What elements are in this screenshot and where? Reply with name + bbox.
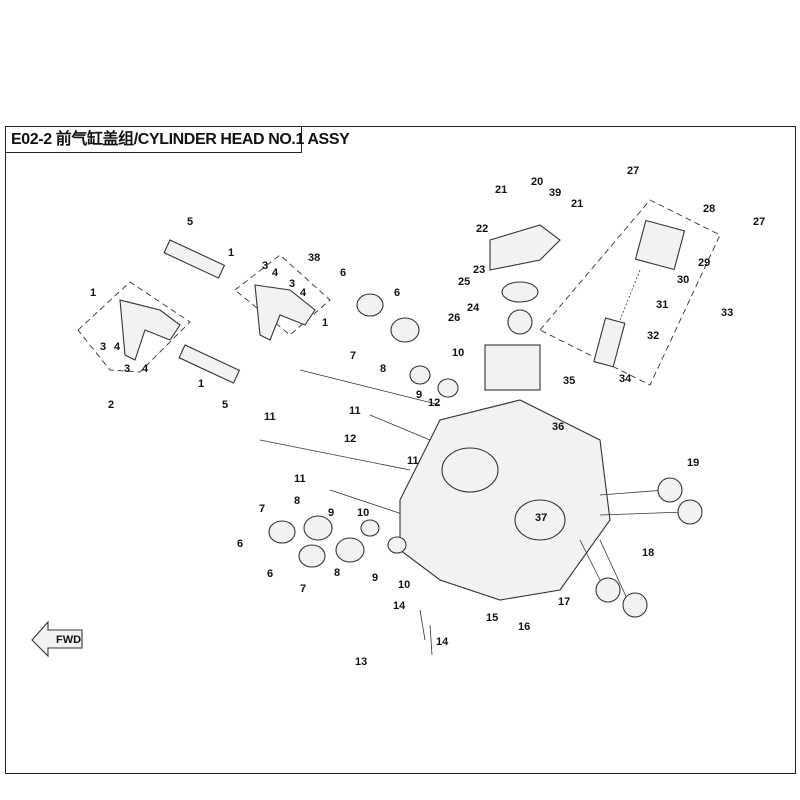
callout-11: 11 (349, 405, 361, 417)
callout-5: 5 (187, 216, 193, 228)
callout-28: 28 (703, 203, 715, 215)
callout-12: 12 (428, 397, 440, 409)
callout-3: 3 (289, 278, 295, 290)
callout-26: 26 (448, 312, 460, 324)
callout-17: 17 (558, 596, 570, 608)
callout-3: 3 (124, 363, 130, 375)
parts-drawing: FWD (31, 199, 721, 658)
callout-25: 25 (458, 276, 470, 288)
diagram-title: E02-2 前气缸盖组/CYLINDER HEAD NO.1 ASSY (5, 126, 350, 153)
callout-21: 21 (571, 198, 583, 210)
callout-20: 20 (531, 176, 543, 188)
callout-13: 13 (355, 656, 367, 668)
rocker-arm (254, 284, 316, 341)
fwd-arrow: FWD (31, 620, 83, 658)
callout-6: 6 (267, 568, 273, 580)
callout-12: 12 (344, 433, 356, 445)
diagram-frame (5, 126, 796, 774)
callout-19: 19 (687, 457, 699, 469)
rocker-arm (119, 299, 181, 361)
tensioner-spring (619, 269, 641, 321)
callout-23: 23 (473, 264, 485, 276)
callout-10: 10 (357, 507, 369, 519)
callout-22: 22 (476, 223, 488, 235)
callout-7: 7 (300, 583, 306, 595)
callout-1: 1 (322, 317, 328, 329)
callout-39: 39 (549, 187, 561, 199)
callout-9: 9 (328, 507, 334, 519)
callout-27: 27 (753, 216, 765, 228)
callout-36: 36 (552, 421, 564, 433)
callout-10: 10 (452, 347, 464, 359)
callout-7: 7 (350, 350, 356, 362)
callout-21: 21 (495, 184, 507, 196)
callout-8: 8 (380, 363, 386, 375)
callout-24: 24 (467, 302, 480, 314)
callout-30: 30 (677, 274, 689, 286)
callout-37: 37 (535, 512, 547, 524)
callout-9: 9 (372, 572, 378, 584)
callout-29: 29 (698, 257, 710, 269)
callout-6: 6 (340, 267, 346, 279)
callout-4: 4 (272, 267, 279, 279)
callout-16: 16 (518, 621, 530, 633)
callout-31: 31 (656, 299, 668, 311)
callout-4: 4 (300, 287, 307, 299)
head-bolt (369, 414, 431, 441)
callout-6: 6 (237, 538, 243, 550)
callout-8: 8 (334, 567, 340, 579)
head-bolt (259, 439, 411, 471)
callout-8: 8 (294, 495, 300, 507)
valves (579, 477, 703, 618)
callout-7: 7 (259, 503, 265, 515)
callout-6: 6 (394, 287, 400, 299)
thermostat-housing (484, 344, 541, 391)
callout-38: 38 (308, 252, 320, 264)
callout-4: 4 (114, 341, 121, 353)
head-bolt (299, 369, 441, 406)
callout-14: 14 (393, 600, 406, 612)
thermostat (507, 309, 533, 335)
water-outlet-cover (489, 224, 561, 271)
rocker-arm-group-outline (77, 281, 191, 373)
callout-3: 3 (262, 260, 268, 272)
tensioner-plunger (593, 317, 626, 368)
callout-11: 11 (294, 473, 306, 485)
combustion-chamber (514, 499, 566, 541)
tensioner-group-outline (539, 199, 721, 386)
callout-14: 14 (436, 636, 449, 648)
fwd-label: FWD (56, 634, 81, 646)
stud (419, 609, 426, 641)
callout-9: 9 (416, 389, 422, 401)
rocker-shaft (163, 239, 226, 279)
callout-4: 4 (142, 363, 149, 375)
callout-35: 35 (563, 375, 575, 387)
rocker-shaft (178, 344, 241, 384)
o-ring (501, 281, 539, 303)
callout-11: 11 (264, 411, 276, 423)
callout-1: 1 (228, 247, 234, 259)
callout-18: 18 (642, 547, 654, 559)
valve-springs (268, 293, 459, 568)
cylinder-head (399, 399, 611, 601)
callout-2: 2 (108, 399, 114, 411)
tensioner-body (634, 219, 686, 271)
callout-11: 11 (407, 455, 419, 467)
combustion-chamber (441, 447, 499, 493)
callout-34: 34 (619, 373, 632, 385)
callout-15: 15 (486, 612, 498, 624)
callout-33: 33 (721, 307, 733, 319)
callout-3: 3 (100, 341, 106, 353)
callout-1: 1 (198, 378, 204, 390)
callout-10: 10 (398, 579, 410, 591)
stud (429, 624, 433, 656)
callout-5: 5 (222, 399, 228, 411)
callout-32: 32 (647, 330, 659, 342)
callout-27: 27 (627, 165, 639, 177)
callout-1: 1 (90, 287, 96, 299)
